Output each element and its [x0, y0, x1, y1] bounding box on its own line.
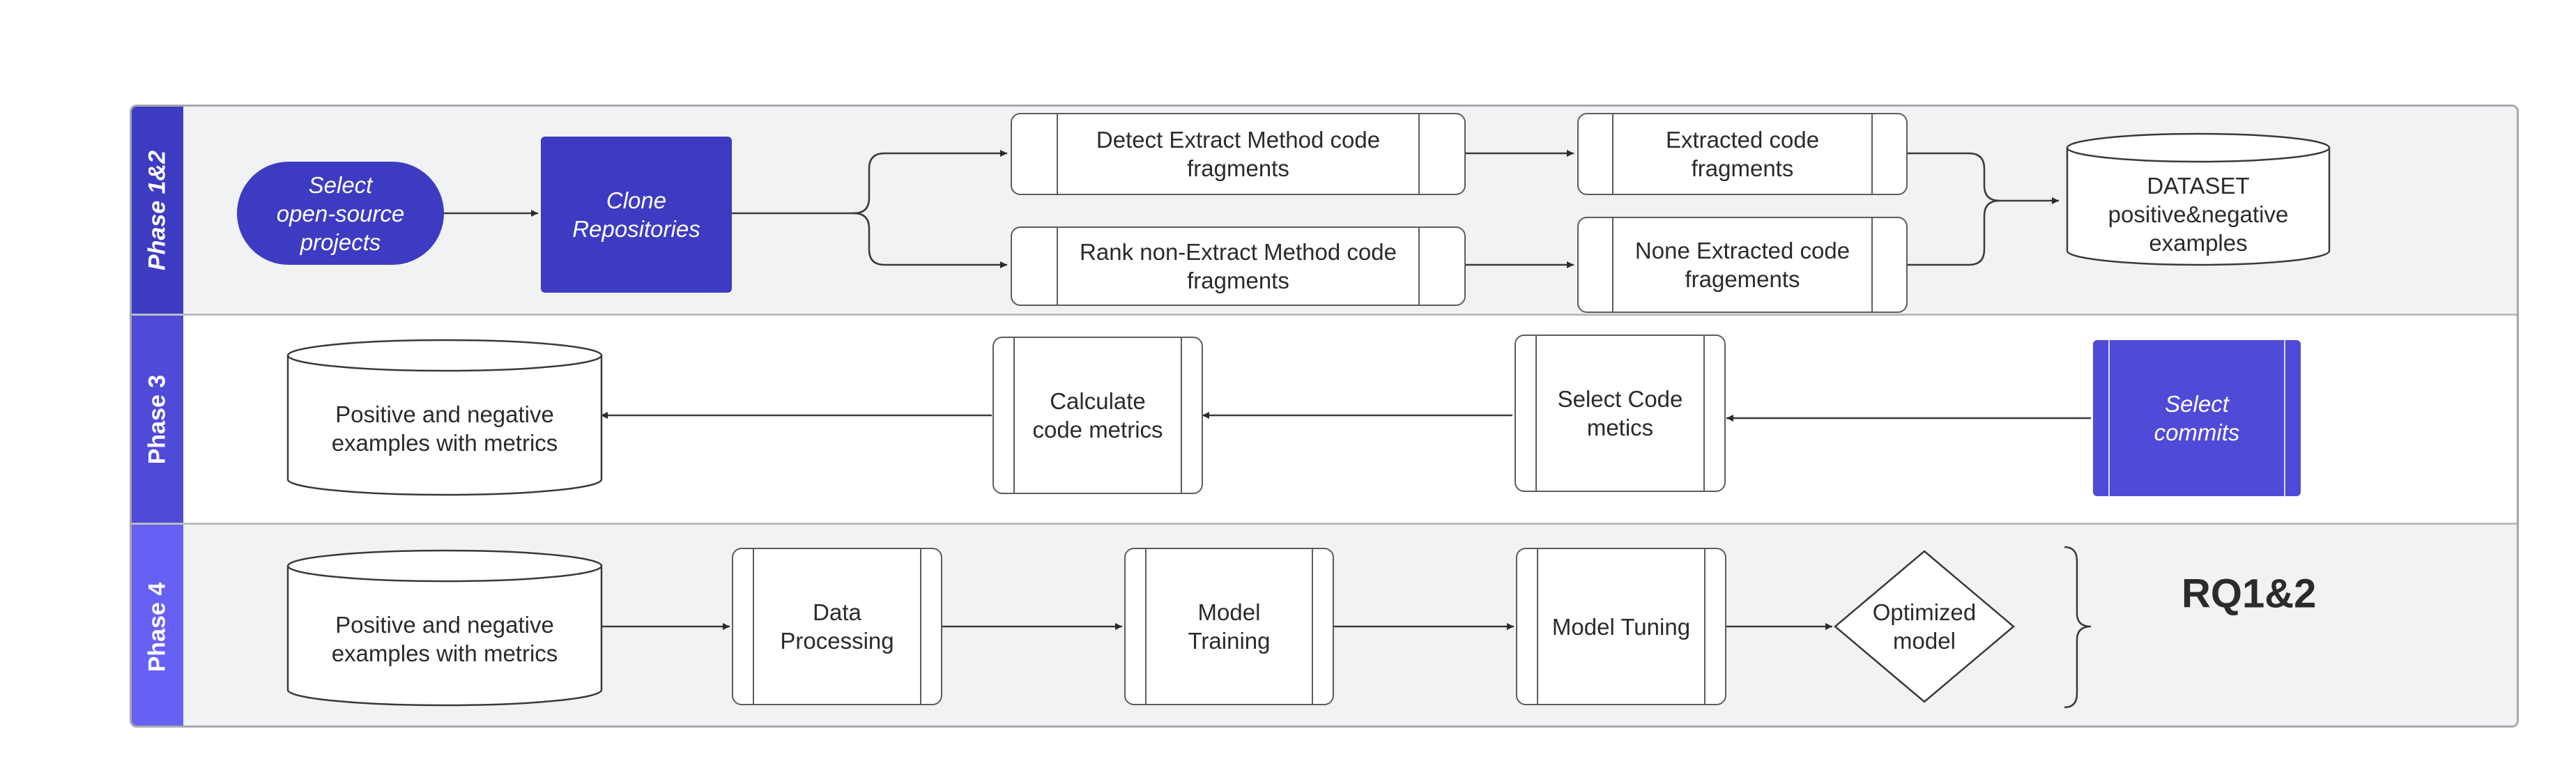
examples-p4-cylinder-shape — [286, 566, 603, 707]
dataset-cylinder-shape — [2066, 148, 2331, 266]
optimized-model-node: Optimized model — [1872, 599, 1977, 654]
optimized-model-diamond — [1834, 550, 2015, 703]
arrow-none-extracted-to-dataset — [1906, 199, 2000, 266]
arrow-clone-to-rank — [853, 212, 1007, 268]
model-training-node: Model Training — [1124, 548, 1334, 705]
clone-repositories-node: Clone Repositories — [541, 137, 732, 293]
result-label: RQ1&2 — [2182, 571, 2317, 617]
lane-header-phase-3: Phase 3 — [132, 316, 183, 523]
dataset-node: DATASET positive&negative examples — [2108, 172, 2289, 256]
lane-header-phase-4: Phase 4 — [132, 525, 183, 725]
lane-header-phase-1-2: Phase 1&2 — [132, 107, 183, 314]
detect-extract-node: Detect Extract Method code fragments — [1011, 113, 1466, 195]
examples-p3-cylinder-top — [286, 339, 603, 372]
examples-p3-cylinder-shape — [286, 355, 603, 496]
examples-metrics-p4-node: Positive and negative examples with metr… — [331, 612, 558, 666]
examples-metrics-p3-node: Positive and negative examples with metr… — [331, 401, 558, 456]
examples-p4-cylinder-top — [286, 549, 603, 583]
data-processing-node: Data Processing — [732, 548, 942, 705]
select-projects-node: Select open-source projects — [237, 162, 444, 265]
result-brace — [2064, 546, 2092, 709]
model-tuning-node: Model Tuning — [1516, 548, 1726, 705]
rank-non-extract-node: Rank non-Extract Method code fragments — [1011, 226, 1466, 306]
arrow-extracted-to-dataset — [1906, 152, 2059, 204]
select-commits-node: Select commits — [2093, 340, 2301, 496]
extracted-fragments-node: Extracted code fragments — [1577, 113, 1908, 195]
arrow-clone-to-detect — [730, 150, 1007, 215]
none-extracted-fragments-node: None Extracted code fragements — [1577, 217, 1908, 313]
dataset-cylinder-top — [2066, 132, 2331, 163]
calculate-metrics-node: Calculate code metrics — [992, 337, 1203, 494]
select-code-metrics-node: Select Code metics — [1515, 335, 1726, 492]
